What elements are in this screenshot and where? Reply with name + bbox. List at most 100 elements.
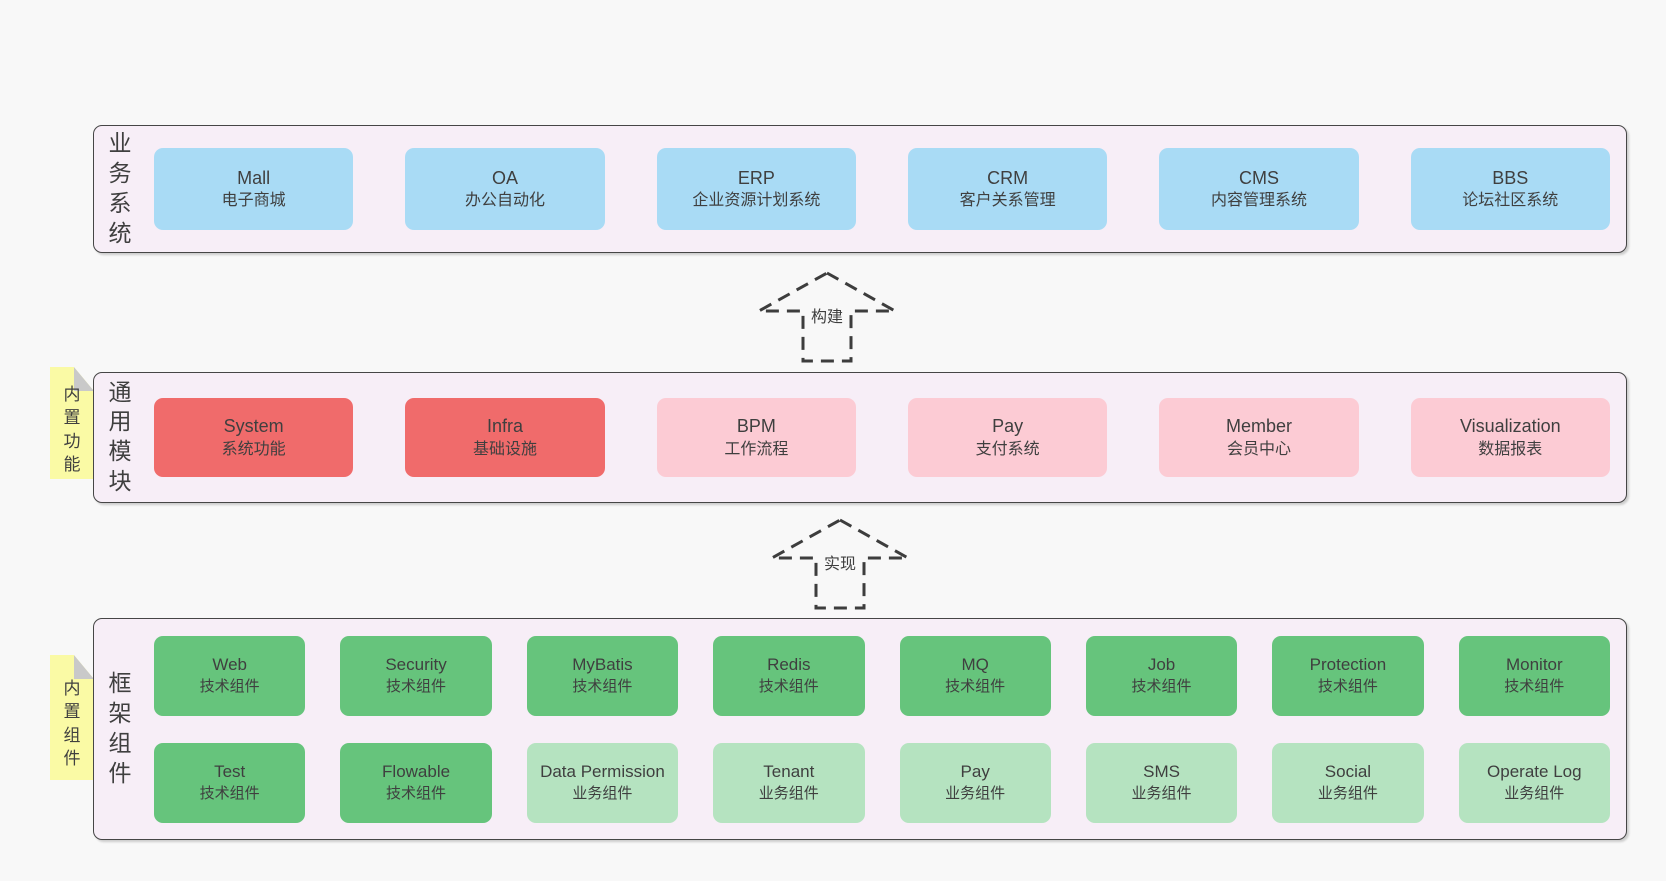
box-title: Job	[1147, 655, 1176, 675]
box-title: BBS	[1492, 167, 1529, 188]
layer-title: 业务系统	[108, 130, 132, 246]
layer-box-grid: Mall 电子商城 OA 办公自动化 ERP 企业资源计划系统 CRM 客户关系管理 CMS 内容…	[154, 126, 1610, 252]
box-title: Tenant	[763, 762, 815, 782]
box-protection: Protection 技术组件	[1272, 635, 1424, 716]
sticky-note-built-in-features: 内置功能	[50, 367, 94, 479]
box-subtitle: 技术组件	[1504, 677, 1565, 695]
box-title: MyBatis	[572, 655, 633, 675]
box-title: Monitor	[1505, 655, 1563, 675]
box-subtitle: 客户关系管理	[959, 192, 1056, 210]
box-title: Member	[1225, 416, 1292, 437]
box-subtitle: 论坛社区系统	[1462, 192, 1559, 210]
box-title: Flowable	[382, 762, 451, 782]
box-subtitle: 业务组件	[945, 784, 1006, 802]
box-title: SMS	[1143, 762, 1180, 782]
box-redis: Redis 技术组件	[713, 635, 865, 716]
box-title: Test	[214, 762, 246, 782]
box-subtitle: 业务组件	[758, 784, 819, 802]
box-subtitle: 支付系统	[975, 440, 1040, 458]
box-subtitle: 业务组件	[1317, 784, 1378, 802]
box-flowable: Flowable 技术组件	[340, 742, 492, 823]
box-title: OA	[491, 167, 518, 188]
box-bbs: BBS 论坛社区系统	[1410, 148, 1610, 230]
arrow-build-label: 构建	[807, 303, 847, 327]
box-pay: Pay 业务组件	[899, 742, 1051, 823]
box-subtitle: 技术组件	[386, 677, 447, 695]
box-subtitle: 电子商城	[221, 192, 286, 210]
box-monitor: Monitor 技术组件	[1458, 635, 1610, 716]
box-title: BPM	[736, 416, 776, 437]
box-title: Security	[385, 655, 447, 675]
arrow-implement-label: 实现	[820, 550, 860, 574]
sticky-note-built-in-components: 内置组件	[50, 655, 94, 780]
box-subtitle: 业务组件	[1131, 784, 1192, 802]
box-title: System	[223, 416, 284, 437]
box-title: Redis	[767, 655, 811, 675]
box-title: Mall	[237, 167, 271, 188]
layer-title: 通用模块	[108, 378, 132, 495]
layer-business-systems: 业务系统 Mall 电子商城 OA 办公自动化 ERP 企业资源计划系统 CRM 客户关系管理…	[93, 125, 1627, 253]
box-title: Visualization	[1459, 416, 1561, 437]
box-erp: ERP 企业资源计划系统	[656, 148, 856, 230]
box-subtitle: 企业资源计划系统	[692, 192, 821, 210]
box-mall: Mall 电子商城	[154, 148, 354, 230]
box-subtitle: 业务组件	[572, 784, 633, 802]
box-pay: Pay 支付系统	[907, 398, 1108, 477]
box-title: Pay	[992, 416, 1024, 437]
box-cms: CMS 内容管理系统	[1159, 148, 1359, 230]
box-operate-log: Operate Log 业务组件	[1458, 742, 1610, 823]
box-member: Member 会员中心	[1159, 398, 1359, 477]
box-title: CRM	[987, 167, 1029, 188]
note-label: 内置组件	[63, 679, 81, 769]
box-subtitle: 工作流程	[724, 440, 789, 458]
arrow-implement: 实现	[770, 518, 910, 610]
box-job: Job 技术组件	[1085, 635, 1238, 716]
box-title: CMS	[1238, 167, 1279, 188]
box-title: MQ	[961, 655, 989, 675]
box-subtitle: 系统功能	[221, 440, 286, 458]
arrow-build: 构建	[757, 271, 897, 363]
box-crm: CRM 客户关系管理	[907, 148, 1108, 230]
box-system: System 系统功能	[154, 398, 354, 477]
box-title: Infra	[486, 416, 523, 437]
box-title: Social	[1324, 762, 1372, 782]
note-label: 内置功能	[63, 385, 81, 475]
box-subtitle: 技术组件	[386, 784, 447, 802]
layer-row: Mall 电子商城 OA 办公自动化 ERP 企业资源计划系统 CRM 客户关系管理 CMS 内容…	[154, 148, 1610, 230]
box-oa: OA 办公自动化	[405, 148, 605, 230]
box-visualization: Visualization 数据报表	[1410, 398, 1610, 477]
box-subtitle: 办公自动化	[464, 192, 545, 210]
box-subtitle: 技术组件	[199, 784, 260, 802]
box-bpm: BPM 工作流程	[656, 398, 856, 477]
box-subtitle: 会员中心	[1226, 440, 1291, 458]
box-test: Test 技术组件	[154, 742, 306, 823]
box-mq: MQ 技术组件	[899, 635, 1051, 716]
box-title: Operate Log	[1487, 762, 1582, 782]
layer-title: 框架组件	[108, 670, 132, 786]
box-subtitle: 数据报表	[1478, 440, 1543, 458]
box-subtitle: 技术组件	[758, 677, 819, 695]
box-web: Web 技术组件	[154, 635, 306, 716]
box-subtitle: 业务组件	[1504, 784, 1565, 802]
box-subtitle: 技术组件	[199, 677, 260, 695]
note-fold-corner	[74, 655, 94, 679]
box-subtitle: 技术组件	[945, 677, 1006, 695]
box-title: Web	[212, 655, 248, 675]
box-title: Protection	[1309, 655, 1387, 675]
box-subtitle: 技术组件	[1317, 677, 1378, 695]
box-security: Security 技术组件	[340, 635, 492, 716]
box-subtitle: 内容管理系统	[1210, 192, 1307, 210]
box-title: Pay	[960, 762, 990, 782]
box-subtitle: 技术组件	[1131, 677, 1192, 695]
box-title: ERP	[737, 167, 775, 188]
